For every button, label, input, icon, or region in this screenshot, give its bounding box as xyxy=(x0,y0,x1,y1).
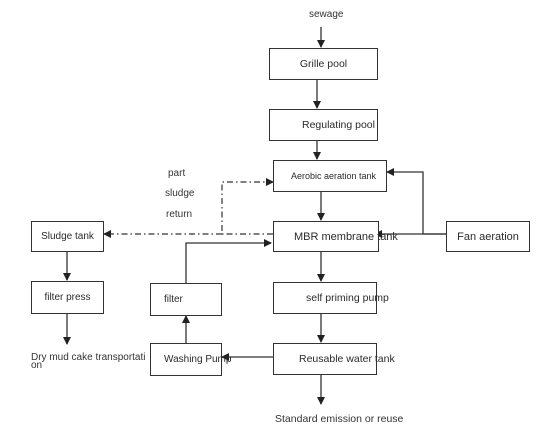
grille-pool-box: Grille pool xyxy=(269,48,378,80)
return-label-sludge: sludge xyxy=(165,188,195,199)
arrow-fan-to-aerobic xyxy=(386,168,446,235)
sludge-tank-box: Sludge tank xyxy=(31,221,104,252)
grille-pool-label: Grille pool xyxy=(299,58,348,70)
washing-pump-label: Washing Pump xyxy=(164,354,232,365)
sludge-tank-label: Sludge tank xyxy=(41,231,94,242)
return-label-return: return xyxy=(166,209,193,220)
return-label-part: part xyxy=(168,168,186,179)
fan-aeration-label: Fan aeration xyxy=(457,230,519,243)
mud-cake-output-label: Dry mud cake transportati xyxy=(31,352,146,363)
sewage-input-label: sewage xyxy=(309,9,344,20)
filter-box: filter xyxy=(150,283,222,316)
self-priming-pump-box: self priming pump xyxy=(273,282,389,314)
washing-pump-box: Washing Pump xyxy=(150,343,231,376)
aerobic-aeration-tank-box: Aerobic aeration tank xyxy=(273,160,387,192)
filter-press-label: filter press xyxy=(44,292,91,303)
mbr-membrane-tank-box: MBR membrane tank xyxy=(273,221,398,252)
fan-aeration-box: Fan aeration xyxy=(446,221,530,252)
filter-label: filter xyxy=(164,294,183,305)
reusable-water-tank-box: Reusable water tank xyxy=(273,343,395,375)
mud-cake-output-label-cont: on xyxy=(31,360,43,371)
self-priming-pump-label: self priming pump xyxy=(306,292,389,304)
arrow-filter-to-mbr xyxy=(185,239,272,283)
regulating-pool-box: Regulating pool xyxy=(269,109,378,141)
aerobic-aeration-tank-label: Aerobic aeration tank xyxy=(291,171,377,181)
mbr-membrane-tank-label: MBR membrane tank xyxy=(294,230,398,243)
reuse-output-label: Standard emission or reuse xyxy=(275,413,404,425)
filter-press-box: filter press xyxy=(31,281,104,314)
regulating-pool-label: Regulating pool xyxy=(302,119,375,131)
arrow-sludge-return-to-aerobic xyxy=(221,178,274,235)
reusable-water-tank-label: Reusable water tank xyxy=(299,353,395,365)
